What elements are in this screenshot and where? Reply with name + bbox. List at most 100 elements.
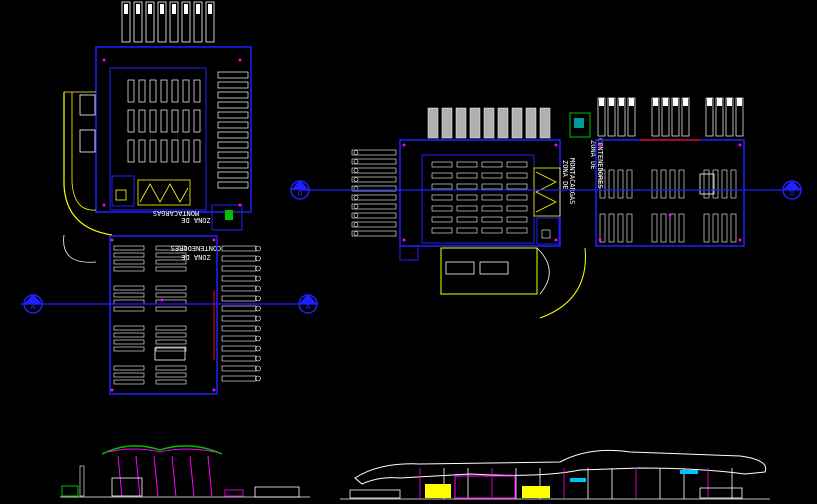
container-slot [730, 213, 737, 243]
rack [506, 227, 528, 234]
column-dot [238, 203, 242, 207]
column-dot [554, 238, 558, 242]
truck-wheel [353, 204, 359, 209]
dock-slot [217, 81, 249, 89]
rack [182, 79, 190, 103]
column [153, 455, 159, 498]
container-slot [113, 365, 145, 371]
container-slot [113, 285, 145, 291]
rack [431, 227, 453, 234]
driveway-curve-inner [536, 247, 550, 295]
container-slot [113, 332, 145, 338]
truck-silhouette [699, 487, 743, 499]
storage-racks [127, 79, 201, 163]
forklift-vehicle [154, 347, 186, 361]
montacargas-label-a: ZONA DE [181, 216, 211, 224]
truck-wheel [255, 275, 261, 282]
column-dot [102, 203, 106, 207]
container-slot [608, 213, 615, 243]
container-slots [599, 169, 737, 243]
container-slot [669, 169, 676, 199]
truck-cab [727, 98, 732, 106]
green-equipment [225, 210, 233, 220]
container-slot [155, 332, 187, 338]
truck-dock [351, 194, 397, 201]
rack [138, 79, 146, 103]
truck-cab [619, 98, 624, 106]
container-slot [113, 306, 145, 312]
rack [431, 194, 453, 201]
dock-slot [217, 161, 249, 169]
section-marker-right: A [298, 294, 318, 314]
truck-wheel [255, 345, 261, 352]
column-dot [212, 238, 216, 242]
column [207, 455, 213, 498]
section-marker-left: A [23, 294, 43, 314]
magenta-block [224, 489, 244, 497]
container-slot [721, 213, 728, 243]
truck-bay [121, 1, 131, 43]
green-block [61, 485, 79, 497]
truck-cab [148, 4, 152, 14]
rack [431, 205, 453, 212]
container-slot [730, 169, 737, 199]
parked-vehicle [79, 94, 96, 116]
truck-bay [539, 107, 551, 139]
section-marker-label: B [298, 188, 303, 197]
rack [456, 216, 478, 223]
container-slot [155, 245, 187, 251]
section-marker-label: B [790, 188, 795, 197]
guard-booth [399, 245, 419, 261]
truck-wheel [255, 365, 261, 372]
container-slot [712, 213, 719, 243]
rack [127, 79, 135, 103]
column-dot [738, 143, 742, 147]
rack [127, 139, 135, 163]
container-slot [113, 372, 145, 378]
truck-dock [221, 345, 257, 352]
container-slot [608, 169, 615, 199]
truck-dock [221, 255, 257, 262]
cyan-window [680, 470, 698, 474]
container-slot [660, 213, 667, 243]
container-slot [113, 346, 145, 352]
rack [149, 79, 157, 103]
truck-dock [351, 167, 397, 174]
truck-dock [221, 275, 257, 282]
column-dot [160, 298, 164, 302]
truck-bay [181, 1, 191, 43]
rack [171, 109, 179, 133]
container-slot [155, 365, 187, 371]
truck-bay [525, 107, 537, 139]
rack [506, 161, 528, 168]
dock-slot [217, 171, 249, 179]
dock-slot [217, 101, 249, 109]
truck-cab [160, 4, 164, 14]
truck-bay [455, 107, 467, 139]
montacargas-label-a: ZONA DE [561, 160, 569, 190]
container-slot [678, 169, 685, 199]
truck-wheel [255, 375, 261, 382]
truck-bay [497, 107, 509, 139]
container-slot [626, 213, 633, 243]
yellow-block [522, 486, 550, 498]
rack [127, 109, 135, 133]
column-markers [402, 143, 742, 242]
yellow-block [425, 484, 451, 498]
truck-cab [653, 98, 658, 106]
driveway-curve-outer [539, 247, 586, 319]
truck-dock [221, 285, 257, 292]
column-dot [554, 143, 558, 147]
container-slot [599, 213, 606, 243]
truck-bay [483, 107, 495, 139]
truck-dock [351, 230, 397, 237]
column-dot [668, 213, 672, 217]
truck-dock [221, 335, 257, 342]
container-yard-outline [109, 235, 218, 395]
rack [193, 139, 201, 163]
truck-dock [351, 221, 397, 228]
truck-cab [663, 98, 668, 106]
truck-wheel [255, 335, 261, 342]
truck-bay [441, 107, 453, 139]
parked-vehicle [479, 261, 509, 275]
